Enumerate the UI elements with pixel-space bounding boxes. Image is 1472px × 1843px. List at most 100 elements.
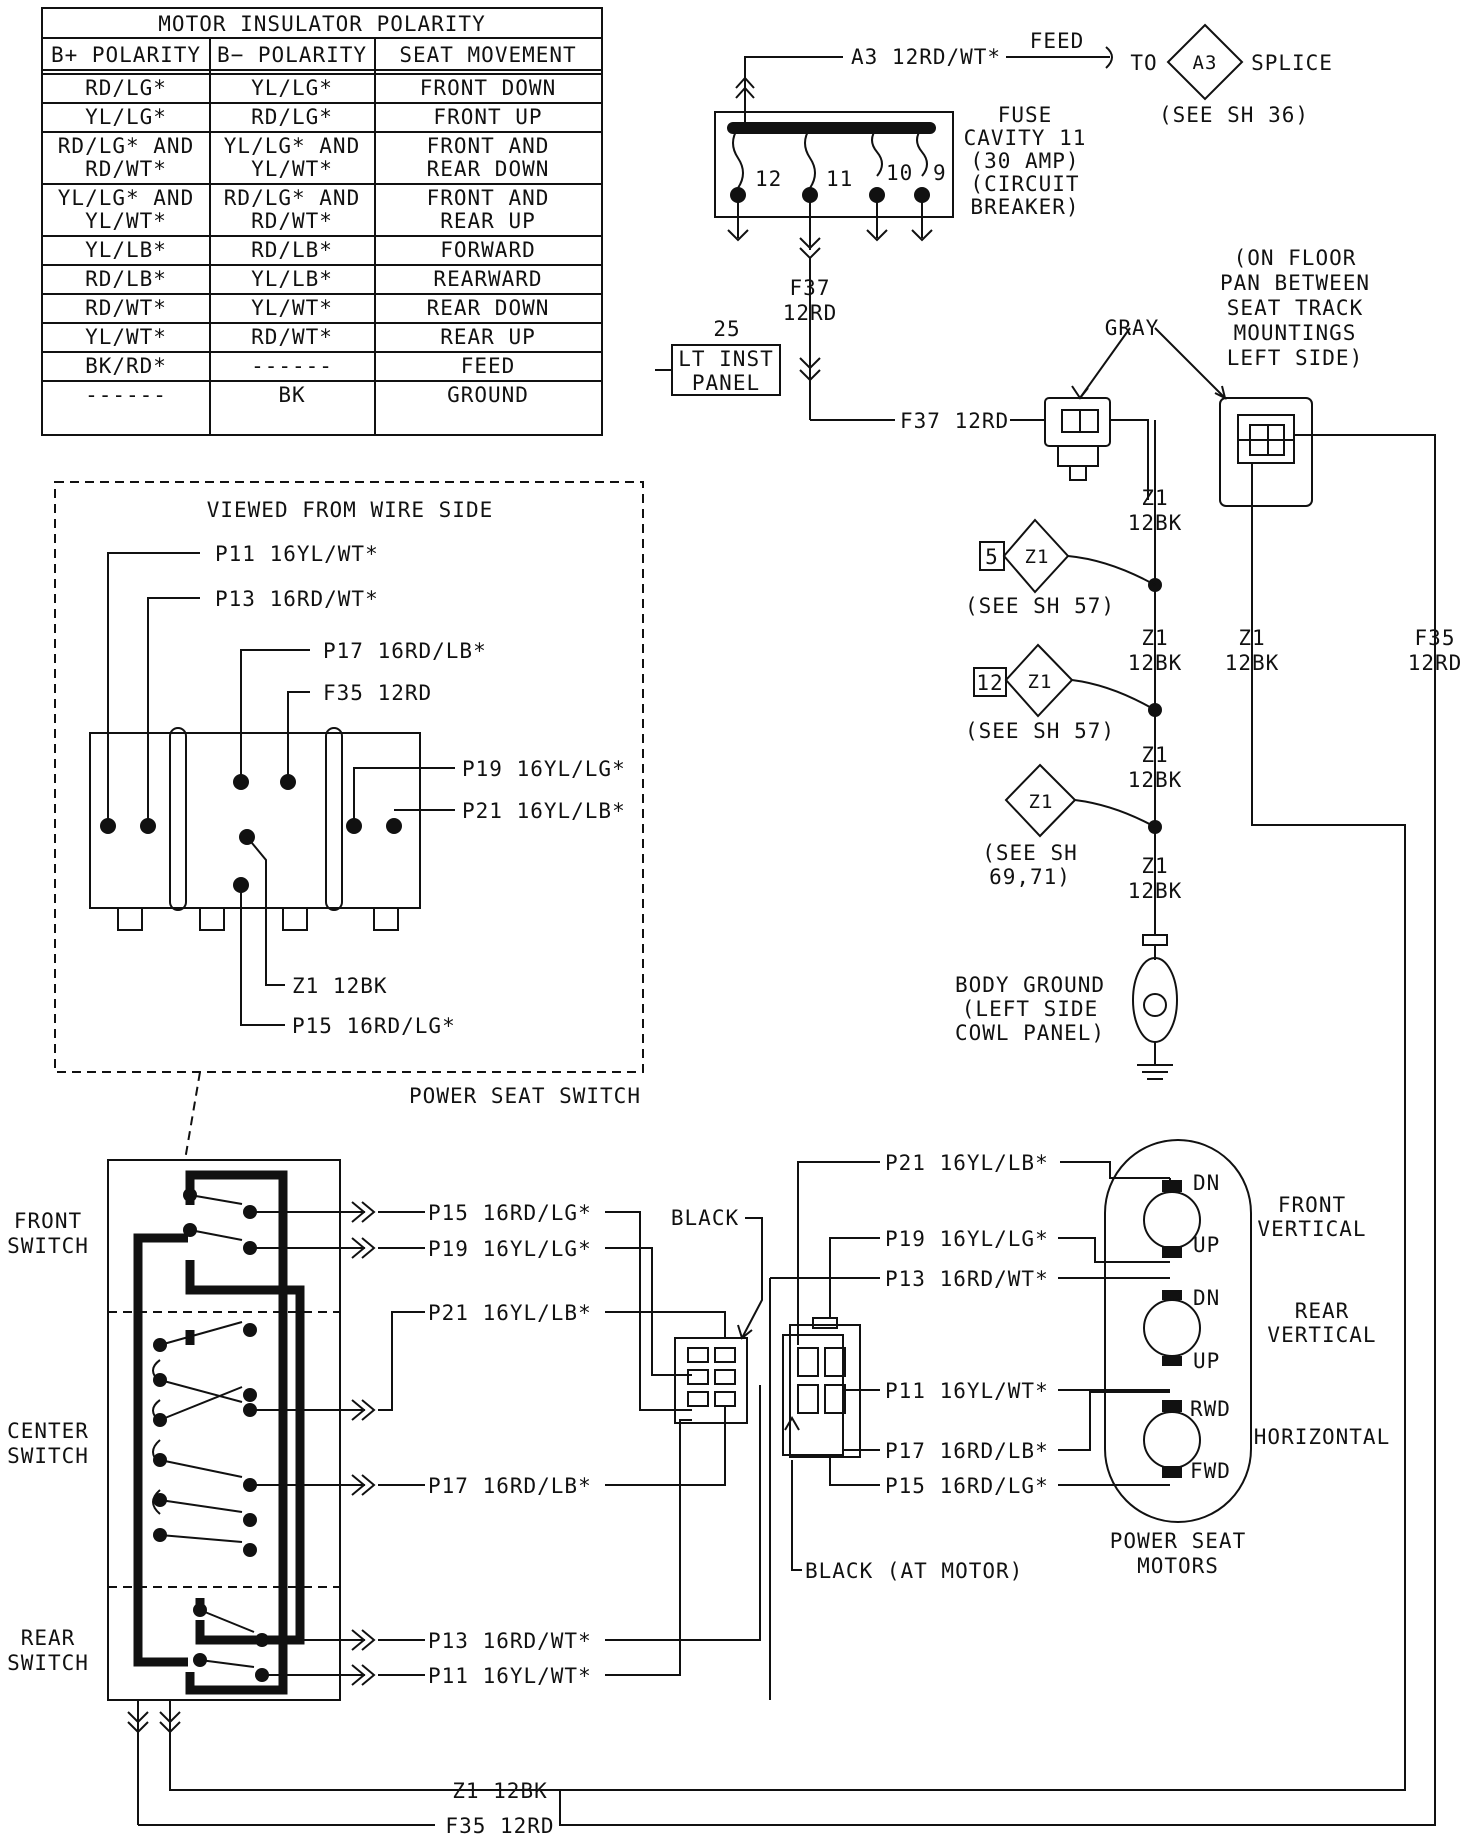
switch-blade: [159, 1386, 243, 1421]
table-cell: REAR UP: [440, 209, 536, 233]
floor-pan-location-3: SEAT TRACK: [1227, 296, 1363, 320]
motor-wire-p21: P21 16YL/LB*: [885, 1151, 1049, 1175]
table-cell: REARWARD: [433, 267, 542, 291]
lt-inst-panel-label-2: PANEL: [692, 371, 760, 395]
motor-wire-p11: P11 16YL/WT*: [885, 1379, 1049, 1403]
motor-wire-p15: P15 16RD/LG*: [885, 1474, 1049, 1498]
detail-wire-p13: P13 16RD/WT*: [215, 587, 379, 611]
floor-pan-location-1: (ON FLOOR: [1234, 246, 1357, 270]
front-motor-up: UP: [1193, 1233, 1220, 1257]
splice-to-label: TO: [1130, 51, 1157, 75]
right-f35-spec: 12RD: [1408, 651, 1463, 675]
detail-wire-p19: P19 16YL/LG*: [462, 757, 626, 781]
table-cell: RD/LB*: [251, 238, 333, 262]
switch-contact: [243, 1323, 257, 1337]
table-cell: FRONT UP: [433, 105, 542, 129]
detail-wire-f35: F35 12RD: [323, 681, 432, 705]
front-vertical-motor: DN UP FRONT VERTICAL: [1143, 1171, 1366, 1258]
front-vertical-label-1: FRONT: [1278, 1193, 1346, 1217]
table-cell: YL/WT*: [251, 296, 333, 320]
z1-label-1-id: Z1: [1141, 486, 1168, 510]
splice-1-ref: (SEE SH 57): [965, 594, 1115, 618]
horizontal-label: HORIZONTAL: [1254, 1425, 1390, 1449]
rear-vertical-motor: DN UP REAR VERTICAL: [1143, 1286, 1376, 1373]
z1-label-2-id: Z1: [1141, 626, 1168, 650]
polarity-table-rows: RD/LG*YL/LG*FRONT DOWNYL/LG*RD/LG*FRONT …: [42, 76, 602, 407]
harness-wire-p21: P21 16YL/LB*: [428, 1301, 592, 1325]
table-cell: BK: [278, 383, 305, 407]
harness-wire-p19: P19 16YL/LG*: [428, 1237, 592, 1261]
black-connector-label: BLACK: [671, 1206, 739, 1230]
table-cell: RD/LG*: [85, 76, 167, 100]
switch-blade: [199, 1609, 255, 1633]
detail-wire-p17: P17 16RD/LB*: [323, 639, 487, 663]
splice-3-id: Z1: [1029, 791, 1054, 813]
table-cell: YL/LB*: [85, 238, 167, 262]
right-f35-id: F35: [1415, 626, 1456, 650]
center-switch-label-2: SWITCH: [7, 1444, 89, 1468]
splice-3-ref-1: (SEE SH: [982, 841, 1078, 865]
body-ground-label-2: (LEFT SIDE: [962, 997, 1098, 1021]
detail-wire-p15: P15 16RD/LG*: [292, 1014, 456, 1038]
lt-inst-panel-label-1: LT INST: [678, 347, 774, 371]
table-cell: YL/LG* AND: [224, 134, 360, 158]
ground-eyelet-icon: [1132, 957, 1178, 1043]
table-cell: YL/WT*: [251, 157, 333, 181]
detail-wire-p21: P21 16YL/LB*: [462, 799, 626, 823]
power-seat-motors-caption-2: MOTORS: [1137, 1554, 1219, 1578]
table-cell: FRONT AND: [427, 134, 550, 158]
table-cell: RD/WT*: [85, 296, 167, 320]
floor-pan-location-5: LEFT SIDE): [1227, 346, 1363, 370]
motor-wire-p19: P19 16YL/LG*: [885, 1227, 1049, 1251]
table-cell: YL/WT*: [85, 325, 167, 349]
switch-blade: [159, 1499, 243, 1513]
cavity-10: 10: [886, 161, 913, 185]
table-cell: YL/LG*: [251, 76, 333, 100]
z1-label-4-spec: 12BK: [1128, 879, 1183, 903]
table-cell: REAR DOWN: [427, 296, 550, 320]
table-cell: RD/LG* AND: [224, 186, 360, 210]
gray-label: GRAY: [1105, 316, 1160, 340]
table-cell: ------: [251, 354, 333, 378]
splice-2-id: Z1: [1028, 671, 1053, 693]
table-cell: FEED: [461, 354, 516, 378]
harness-wire-p11: P11 16YL/WT*: [428, 1664, 592, 1688]
rear-motor-dn: DN: [1193, 1286, 1220, 1310]
header-seat-movement: SEAT MOVEMENT: [399, 43, 576, 67]
fuse-caption-3: (30 AMP): [970, 149, 1079, 173]
switch-harness-wires: P15 16RD/LG* P19 16YL/LG* P21 16YL/LB* P…: [378, 1201, 1022, 1700]
rear-vertical-label-2: VERTICAL: [1267, 1323, 1376, 1347]
switch-detail-caption: POWER SEAT SWITCH: [409, 1084, 641, 1108]
table-cell: FRONT DOWN: [420, 76, 556, 100]
right-z1-id: Z1: [1238, 626, 1265, 650]
rear-motor-up: UP: [1193, 1349, 1220, 1373]
horizontal-motor-fwd: FWD: [1190, 1459, 1231, 1483]
table-cell: FRONT AND: [427, 186, 550, 210]
f37-wire-spec: 12RD: [783, 301, 838, 325]
table-cell: RD/WT*: [251, 325, 333, 349]
z1-label-2-spec: 12BK: [1128, 651, 1183, 675]
table-cell: RD/LG* AND: [58, 134, 194, 158]
switch-blade: [159, 1534, 243, 1543]
splice-label: SPLICE: [1251, 51, 1333, 75]
table-cell: GROUND: [447, 383, 529, 407]
body-ground-label-3: COWL PANEL): [955, 1021, 1105, 1045]
lt-inst-panel-num: 25: [713, 317, 740, 341]
bottom-wire-f35: F35 12RD: [445, 1814, 554, 1838]
switch-blade: [199, 1659, 255, 1668]
splice-reference: (SEE SH 36): [1159, 103, 1309, 127]
cavity-12: 12: [755, 167, 782, 191]
right-z1-spec: 12BK: [1225, 651, 1280, 675]
header-bminus: B− POLARITY: [217, 43, 367, 67]
polarity-table: RD/LG*YL/LG*FRONT DOWNYL/LG*RD/LG*FRONT …: [41, 7, 603, 436]
front-switch-label-1: FRONT: [14, 1209, 82, 1233]
bottom-wires: Z1 12BK F35 12RD: [170, 1779, 1435, 1838]
table-cell: FORWARD: [440, 238, 536, 262]
fuse-feed-wire: A3 12RD/WT*: [851, 45, 1001, 69]
switch-detail-header: VIEWED FROM WIRE SIDE: [207, 498, 494, 522]
table-cell: RD/WT*: [85, 157, 167, 181]
fuse-caption-5: BREAKER): [970, 195, 1079, 219]
splice-1-id: Z1: [1025, 546, 1050, 568]
header-bplus: B+ POLARITY: [51, 43, 201, 67]
